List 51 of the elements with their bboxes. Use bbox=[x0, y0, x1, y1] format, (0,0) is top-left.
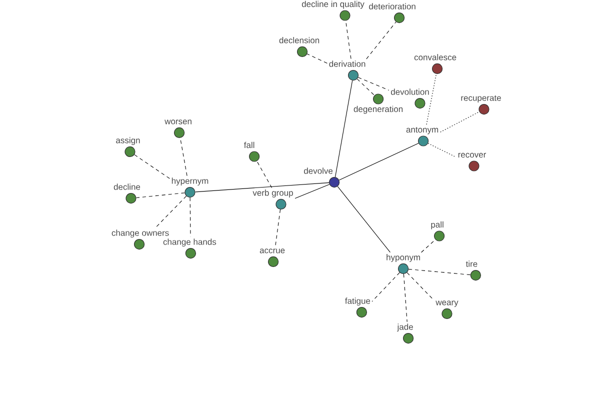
node-label: derivation bbox=[329, 60, 366, 67]
node-label: tire bbox=[466, 260, 478, 267]
node-label: change owners bbox=[112, 230, 169, 238]
node-label: devolution bbox=[391, 88, 429, 95]
node-label: fall bbox=[244, 142, 254, 148]
connector bbox=[426, 74, 437, 125]
node-label: recover bbox=[458, 152, 486, 158]
node-label: decline bbox=[114, 184, 140, 190]
connector bbox=[154, 196, 187, 228]
node-label: decline in quality bbox=[302, 0, 364, 9]
connector bbox=[134, 154, 170, 179]
node-label: worsen bbox=[164, 120, 192, 124]
node-label: hypernym bbox=[172, 178, 208, 186]
connector bbox=[256, 160, 272, 188]
connector bbox=[403, 274, 408, 322]
node-label: jade bbox=[397, 324, 413, 332]
node-label: accrue bbox=[260, 248, 285, 254]
connector bbox=[275, 209, 281, 246]
connector bbox=[356, 78, 375, 96]
node-label: degeneration bbox=[354, 106, 403, 114]
connector bbox=[421, 239, 436, 253]
connector bbox=[338, 142, 419, 180]
connector bbox=[136, 192, 185, 198]
connector bbox=[372, 272, 400, 302]
node-label: deterioration bbox=[369, 3, 416, 10]
node-label: fatigue bbox=[345, 298, 370, 306]
node-label: declension bbox=[279, 37, 320, 44]
connector bbox=[337, 186, 390, 253]
connector bbox=[294, 184, 330, 199]
node-label: pall bbox=[431, 221, 444, 230]
connector bbox=[334, 80, 353, 178]
node-label: weary bbox=[436, 300, 458, 307]
connector bbox=[190, 197, 191, 238]
node-label: hyponym bbox=[386, 254, 420, 262]
connector bbox=[180, 138, 188, 176]
node-label: antonym bbox=[406, 127, 438, 134]
connector bbox=[358, 77, 390, 90]
node-label: assign bbox=[116, 137, 140, 145]
connector bbox=[195, 182, 330, 192]
node-label: change hands bbox=[163, 238, 216, 247]
connector bbox=[440, 111, 480, 132]
connector bbox=[306, 54, 328, 64]
connector bbox=[406, 272, 434, 301]
connector bbox=[428, 143, 456, 158]
node-label: verb group bbox=[252, 190, 293, 198]
connector bbox=[345, 20, 352, 60]
node-label: convalesce bbox=[414, 54, 456, 60]
node-label: recuperate bbox=[461, 95, 501, 103]
connector bbox=[366, 22, 396, 60]
node-label: devolve bbox=[304, 168, 333, 174]
connector bbox=[408, 268, 471, 276]
